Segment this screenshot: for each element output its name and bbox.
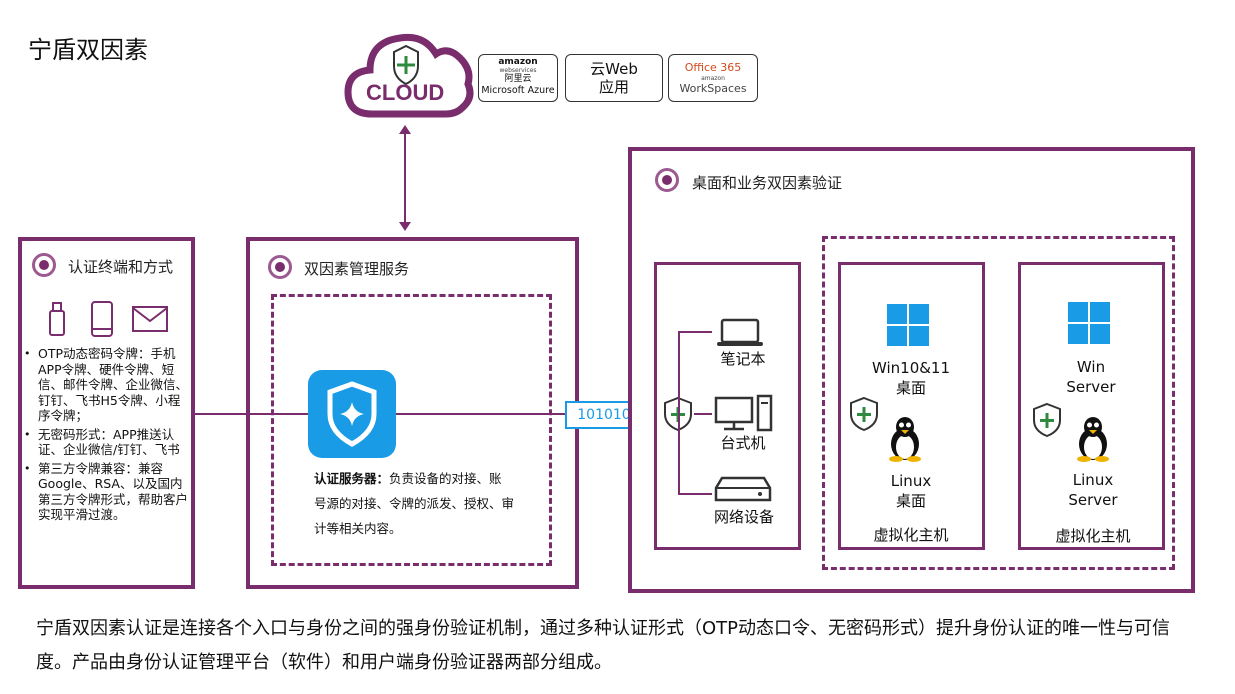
device-branch-vertical xyxy=(678,331,680,494)
cloud-label: CLOUD xyxy=(366,80,445,105)
workspaces-logo-text: WorkSpaces xyxy=(679,82,747,95)
linux-tux-icon xyxy=(1074,416,1112,462)
auth-method-passwordless: 无密码形式：APP推送认证、企业微信/钉钉、飞书 xyxy=(24,427,192,458)
vm2-host-footer: 虚拟化主机 xyxy=(1055,527,1131,545)
cloud-icon: CLOUD xyxy=(344,28,474,120)
email-icon xyxy=(131,305,169,333)
page-title: 宁盾双因素 xyxy=(28,36,148,64)
vm1-os-linux-line1: Linux xyxy=(890,472,932,490)
device-label-network: 网络设备 xyxy=(713,508,774,526)
vm1-os-windows-line2: 桌面 xyxy=(895,379,926,397)
vm2-os-linux-line2: Server xyxy=(1068,491,1118,509)
cloud-web-app-box: 云Web 应用 xyxy=(565,54,663,102)
phone-icon xyxy=(89,300,115,338)
device-branch-network xyxy=(678,493,712,495)
laptop-icon xyxy=(716,318,764,348)
auth-method-list: OTP动态密码令牌：手机APP令牌、硬件令牌、短信、邮件令牌、企业微信、钉钉、飞… xyxy=(24,346,192,526)
section-marker-icon xyxy=(268,255,292,279)
windows-icon xyxy=(1068,302,1110,344)
device-branch-desktop xyxy=(694,413,712,415)
auth-server-desc: 负责设备的对接、账号源的对接、令牌的派发、授权、审计等相关内容。 xyxy=(314,471,515,536)
vm2-os-windows: Win Server xyxy=(1028,357,1154,397)
vm-hosts-dashed-group xyxy=(822,236,1175,570)
auth-server-shield-icon xyxy=(308,370,396,458)
cloud-providers-logo: amazon webservices 阿里云 Microsoft Azure xyxy=(478,54,558,102)
vm1-host-footer: 虚拟化主机 xyxy=(873,526,949,544)
auth-server-description: 认证服务器：负责设备的对接、账号源的对接、令牌的派发、授权、审计等相关内容。 xyxy=(314,466,514,541)
mgmt-service-title: 双因素管理服务 xyxy=(304,260,410,278)
section-marker-icon xyxy=(655,168,679,192)
amazon-logo-text: amazon xyxy=(498,57,538,67)
device-label-laptop: 笔记本 xyxy=(720,350,766,368)
linux-tux-icon xyxy=(886,416,924,462)
cloud-web-line2: 应用 xyxy=(598,78,629,96)
auth-method-otp: OTP动态密码令牌：手机APP令牌、硬件令牌、短信、邮件令牌、企业微信、钉钉、飞… xyxy=(24,346,192,424)
device-label-desktop: 台式机 xyxy=(720,434,766,452)
office365-logo-text: Office 365 xyxy=(684,61,742,74)
desktop-pc-icon xyxy=(714,394,774,432)
vm2-os-windows-line1: Win xyxy=(1076,358,1106,376)
device-branch-laptop xyxy=(678,331,712,333)
mgmt-inner-dashed xyxy=(271,294,552,566)
vm2-os-linux-line1: Linux xyxy=(1072,471,1114,489)
vm1-os-windows: Win10&11 桌面 xyxy=(848,358,974,398)
network-device-icon xyxy=(714,474,772,504)
vm1-os-linux-line2: 桌面 xyxy=(895,492,926,510)
cloud-connection-arrow xyxy=(398,124,412,232)
vm2-os-windows-line2: Server xyxy=(1066,378,1116,396)
vm2-os-linux: Linux Server xyxy=(1030,470,1156,510)
vm1-os-windows-line1: Win10&11 xyxy=(871,359,951,377)
auth-terminal-title: 认证终端和方式 xyxy=(68,258,174,276)
vm1-os-linux: Linux 桌面 xyxy=(848,471,974,511)
cloud-web-line1: 云Web xyxy=(590,60,638,78)
product-description: 宁盾双因素认证是连接各个入口与身份之间的强身份验证机制，通过多种认证形式（OTP… xyxy=(36,618,1171,673)
auth-method-third-party: 第三方令牌兼容：兼容Google、RSA、以及国内第三方令牌形式，帮助客户实现平… xyxy=(24,461,192,523)
vm-guard-shield-icon xyxy=(848,396,880,432)
vm-guard-shield-icon xyxy=(1031,402,1063,438)
section-marker-icon xyxy=(32,253,56,277)
desktop-verify-title: 桌面和业务双因素验证 xyxy=(692,174,843,192)
usb-token-icon xyxy=(46,301,68,337)
amazon-webservices-text: webservices xyxy=(499,67,537,74)
aliyun-logo-text: 阿里云 xyxy=(504,74,532,84)
workspaces-brand-text: amazon xyxy=(701,75,725,82)
main-connection-line xyxy=(195,413,661,415)
azure-logo-text: Microsoft Azure xyxy=(481,85,555,96)
windows-icon xyxy=(887,304,929,346)
auth-server-label: 认证服务器： xyxy=(314,471,390,486)
office-workspaces-logo: Office 365 amazon WorkSpaces xyxy=(668,54,758,102)
